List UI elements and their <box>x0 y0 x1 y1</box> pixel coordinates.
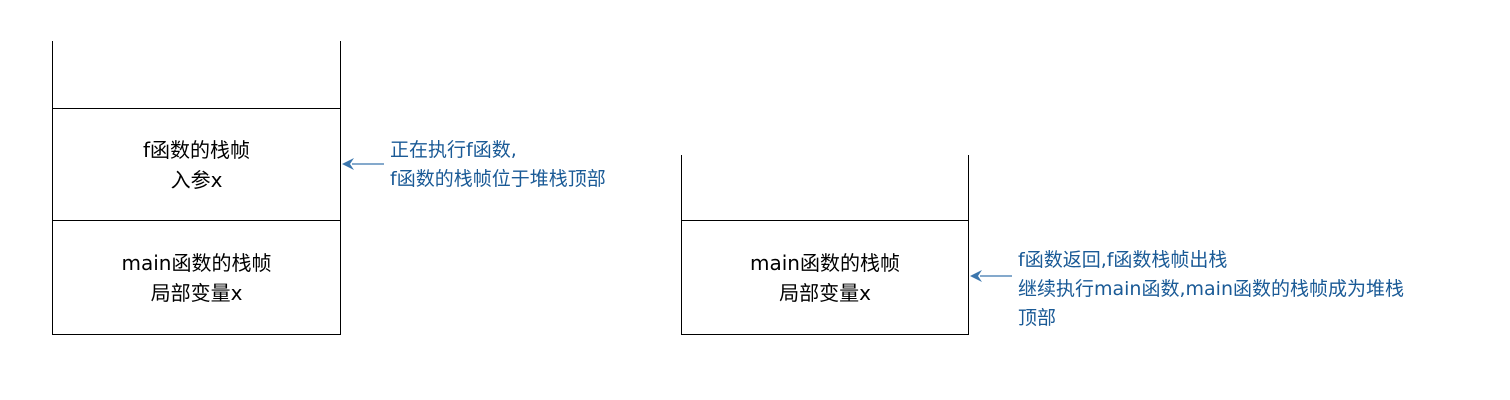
left-annotation-line-2: f函数的栈帧位于堆栈顶部 <box>390 168 606 190</box>
left-arrow-icon <box>342 158 384 170</box>
right-annotation: f函数返回,f函数栈帧出栈 继续执行main函数,main函数的栈帧成为堆栈 顶… <box>1018 246 1404 333</box>
left-annotation: 正在执行f函数, f函数的栈帧位于堆栈顶部 <box>390 136 606 194</box>
right-stack-divider <box>681 220 969 221</box>
left-annotation-line-1: 正在执行f函数, <box>390 139 517 161</box>
left-stack-divider-middle <box>52 220 341 221</box>
right-stack-right-wall <box>968 155 969 335</box>
right-main-stack-frame: main函数的栈帧 局部变量x <box>681 248 969 308</box>
right-main-frame-title: main函数的栈帧 <box>750 251 900 275</box>
right-annotation-line-1: f函数返回,f函数栈帧出栈 <box>1018 249 1228 271</box>
left-f-stack-frame: f函数的栈帧 入参x <box>52 135 341 195</box>
left-main-frame-detail: 局部变量x <box>150 281 243 305</box>
left-stack-left-wall <box>52 41 53 335</box>
right-arrow-icon <box>970 270 1012 282</box>
left-stack-divider-top <box>52 108 341 109</box>
left-main-stack-frame: main函数的栈帧 局部变量x <box>52 248 341 308</box>
left-f-frame-detail: 入参x <box>170 168 223 192</box>
right-stack-bottom <box>681 334 969 335</box>
left-stack-bottom <box>52 334 341 335</box>
right-main-frame-detail: 局部变量x <box>779 281 871 305</box>
right-annotation-line-2: 继续执行main函数,main函数的栈帧成为堆栈 <box>1018 278 1404 300</box>
right-annotation-line-3: 顶部 <box>1018 307 1057 329</box>
left-main-frame-title: main函数的栈帧 <box>121 251 272 275</box>
left-stack-right-wall <box>340 41 341 335</box>
left-f-frame-title: f函数的栈帧 <box>142 138 251 162</box>
right-stack-left-wall <box>681 155 682 335</box>
